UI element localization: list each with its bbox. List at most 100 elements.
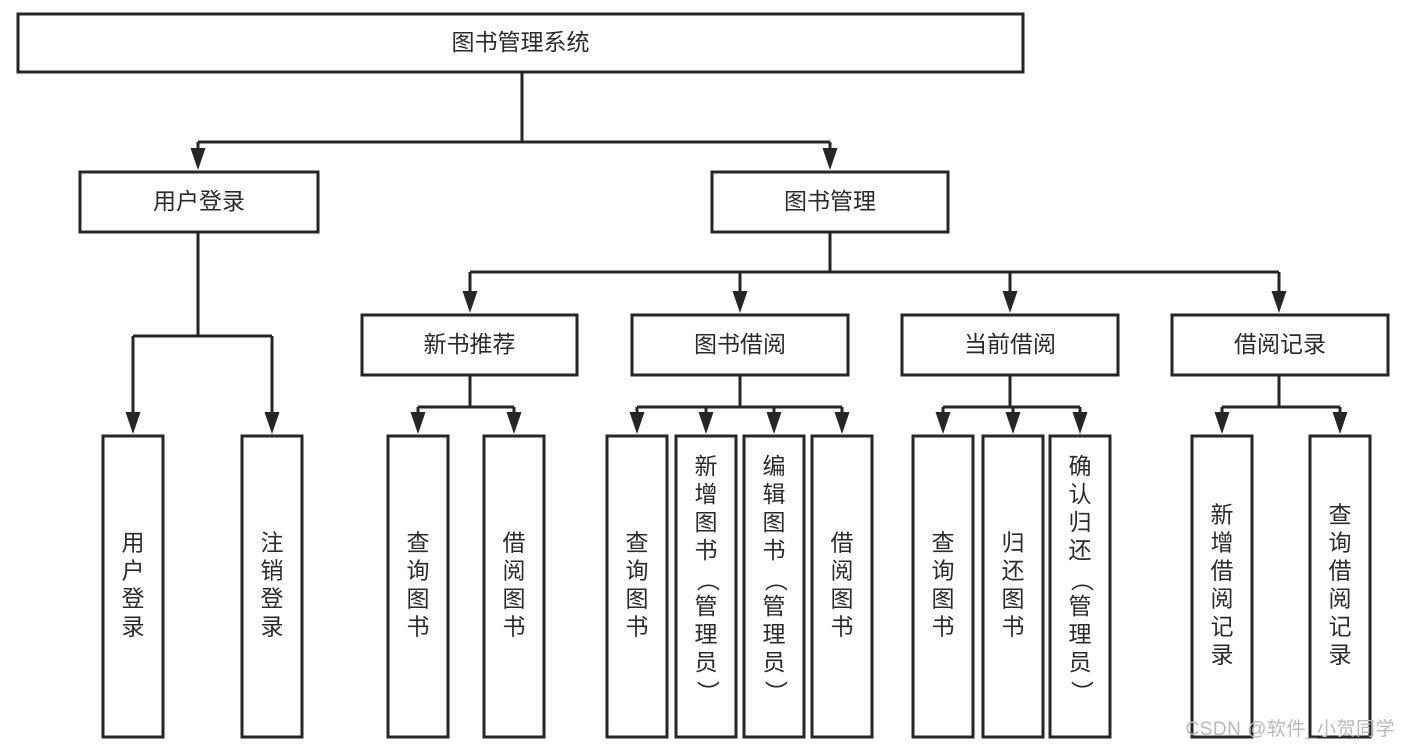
node-label-char: 认 — [1069, 481, 1092, 507]
node-box-root[interactable] — [16, 12, 1025, 74]
node-label-char: 书 — [695, 537, 718, 563]
node-label-char: 还 — [1002, 558, 1025, 584]
node-label-char: 图 — [932, 586, 955, 612]
connector-drop-arrow — [834, 407, 850, 434]
node-label-char: 销 — [261, 558, 284, 584]
node-box-leaf-query-book-1[interactable] — [386, 434, 450, 739]
connector-drop-arrow — [1005, 407, 1021, 434]
arrow-head-icon — [1002, 291, 1018, 313]
node-label-char: 理 — [763, 621, 786, 647]
connector-drop-arrow — [410, 407, 426, 434]
node-label-char: 理 — [1069, 621, 1092, 647]
arrow-head-icon — [125, 412, 141, 434]
node-box-book-manage[interactable] — [710, 170, 950, 234]
node-box-leaf-query-book-3[interactable] — [911, 434, 975, 739]
node-label-char: 注 — [261, 530, 284, 556]
node-label-char: 录 — [122, 614, 145, 640]
node-label-char: 登 — [122, 586, 145, 612]
connector-drop-arrow — [1332, 407, 1348, 434]
connector-drop-arrow — [1214, 407, 1230, 434]
node-label-char: 图 — [763, 509, 786, 535]
node-book-borrow[interactable]: 图书借阅 — [630, 313, 850, 377]
node-user-login[interactable]: 用户登录 — [78, 170, 320, 234]
node-label-char: 图 — [626, 586, 649, 612]
connector-drop-arrow — [629, 407, 645, 434]
node-label-char: 借 — [1211, 558, 1234, 584]
node-label-char: 书 — [626, 614, 649, 640]
connector-drop-arrow — [462, 272, 478, 313]
node-label-char: ） — [1069, 681, 1095, 704]
node-label-char: 询 — [932, 558, 955, 584]
node-label-char: 阅 — [1329, 586, 1352, 612]
node-label-char: 图 — [503, 586, 526, 612]
node-box-leaf-query-book-2[interactable] — [605, 434, 669, 739]
node-leaf-user-login[interactable]: 用户登录 — [101, 434, 165, 739]
node-layer: 图书管理系统用户登录图书管理新书推荐图书借阅当前借阅借阅记录用户登录注销登录查询… — [16, 12, 1390, 739]
node-borrow-record[interactable]: 借阅记录 — [1170, 313, 1390, 377]
arrow-head-icon — [1072, 412, 1088, 434]
node-box-leaf-add-book-admin[interactable] — [674, 434, 738, 739]
node-label-char: （ — [763, 569, 789, 592]
connector-drop-arrow — [732, 272, 748, 313]
node-book-manage[interactable]: 图书管理 — [710, 170, 950, 234]
node-box-leaf-logout-login[interactable] — [240, 434, 304, 739]
node-label-char: 借 — [1329, 558, 1352, 584]
node-label-char: 阅 — [1211, 586, 1234, 612]
node-label-char: 增 — [695, 481, 718, 507]
node-box-current-borrow[interactable] — [900, 313, 1120, 377]
node-box-book-borrow[interactable] — [630, 313, 850, 377]
node-label-char: 阅 — [503, 558, 526, 584]
node-box-leaf-borrow-book-1[interactable] — [482, 434, 546, 739]
connector-drop-arrow — [125, 336, 141, 434]
arrow-head-icon — [1271, 291, 1287, 313]
node-root[interactable]: 图书管理系统 — [16, 12, 1025, 74]
node-box-leaf-confirm-return-admin[interactable] — [1048, 434, 1112, 739]
node-box-leaf-add-borrow-record[interactable] — [1190, 434, 1254, 739]
arrow-head-icon — [732, 291, 748, 313]
node-box-borrow-record[interactable] — [1170, 313, 1390, 377]
node-box-new-book-recommend[interactable] — [360, 313, 579, 377]
arrow-head-icon — [1214, 412, 1230, 434]
node-label-char: 管 — [1069, 593, 1092, 619]
node-box-leaf-borrow-book-2[interactable] — [810, 434, 874, 739]
arrow-head-icon — [629, 412, 645, 434]
node-box-leaf-query-borrow-record[interactable] — [1308, 434, 1372, 739]
node-label-char: 户 — [122, 558, 145, 584]
node-label-char: 图 — [695, 509, 718, 535]
node-label-book-borrow: 图书借阅 — [694, 331, 786, 357]
node-new-book-recommend[interactable]: 新书推荐 — [360, 313, 579, 377]
node-box-leaf-edit-book-admin[interactable] — [742, 434, 806, 739]
node-label-char: 书 — [503, 614, 526, 640]
node-box-user-login[interactable] — [78, 170, 320, 234]
node-label-current-borrow: 当前借阅 — [964, 331, 1056, 357]
node-box-leaf-user-login[interactable] — [101, 434, 165, 739]
connector-drop-arrow — [822, 142, 838, 170]
node-current-borrow[interactable]: 当前借阅 — [900, 313, 1120, 377]
connector-drop-arrow — [935, 407, 951, 434]
node-label-char: 借 — [831, 530, 854, 556]
node-label-user-login: 用户登录 — [153, 188, 245, 214]
node-label-char: ） — [763, 681, 789, 704]
node-label-char: 查 — [932, 530, 955, 556]
arrow-head-icon — [264, 412, 280, 434]
node-box-leaf-return-book[interactable] — [981, 434, 1045, 739]
node-label-char: 登 — [261, 586, 284, 612]
node-label-borrow-record: 借阅记录 — [1234, 331, 1326, 357]
